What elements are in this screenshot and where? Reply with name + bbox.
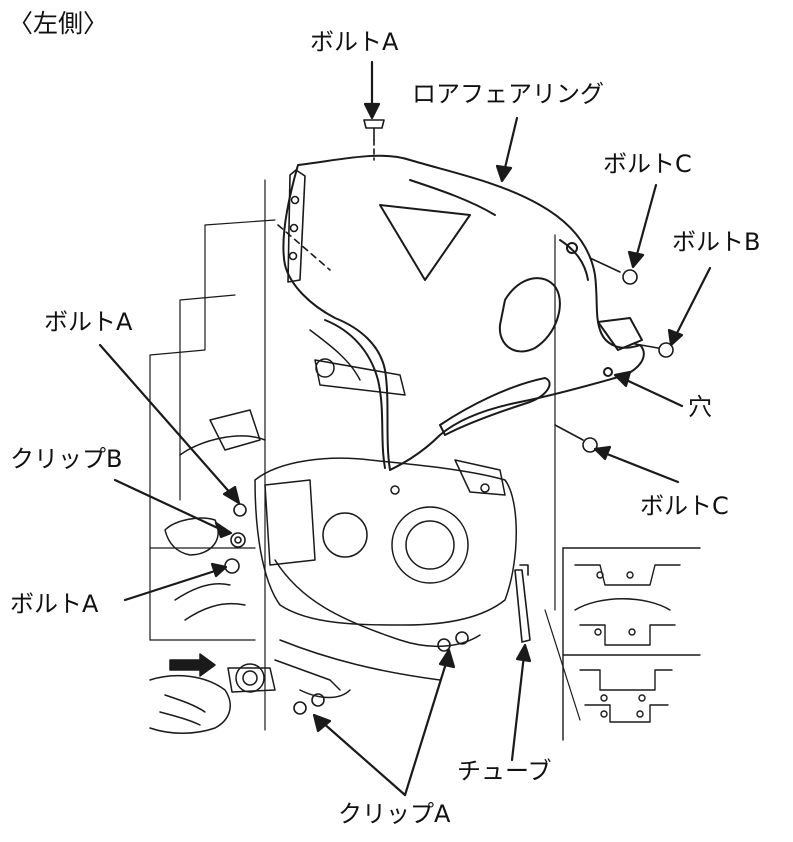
label-bolt-b: ボルトB <box>672 228 761 256</box>
label-tube: チューブ <box>457 757 552 785</box>
label-hole: 穴 <box>688 393 712 421</box>
engine-block <box>164 329 517 699</box>
label-bolt-c-top: ボルトC <box>603 150 692 178</box>
label-lower-fairing: ロアフェアリング <box>412 80 604 108</box>
label-clip-b: クリップB <box>10 445 123 473</box>
frame-lines <box>149 179 581 731</box>
label-clip-a: クリップA <box>338 800 451 828</box>
fasteners <box>224 119 674 715</box>
label-bolt-c-bottom: ボルトC <box>640 492 729 520</box>
section-title: 〈左側〉 <box>8 9 109 38</box>
lower-fairing-body <box>282 154 645 471</box>
hand-illustration <box>149 653 276 734</box>
leader-arrows <box>98 60 712 797</box>
label-bolt-a-top: ボルトA <box>310 28 399 56</box>
label-bolt-a-lower-left: ボルトA <box>10 590 99 618</box>
left-mount-stay <box>277 169 331 283</box>
label-bolt-a-left: ボルトA <box>44 308 133 336</box>
inset-detail <box>562 547 701 741</box>
